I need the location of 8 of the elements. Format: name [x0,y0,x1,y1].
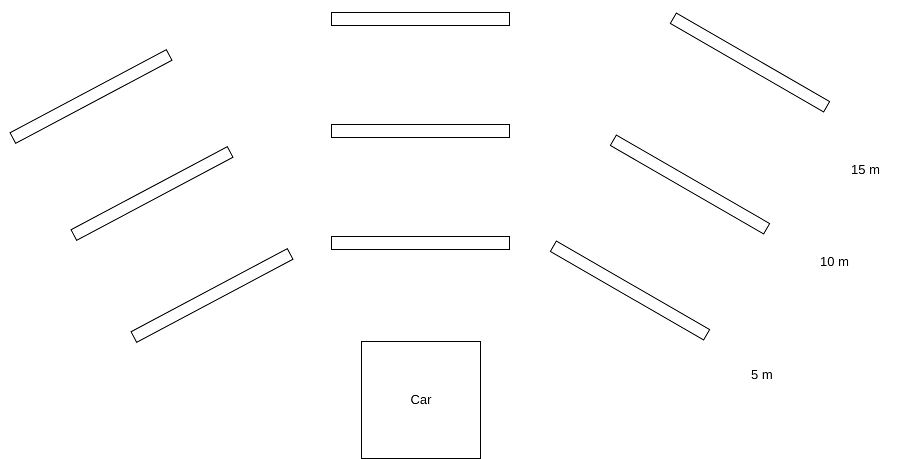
distance-label: 5 m [751,366,773,384]
node-text: Car [410,391,432,410]
bar-shape [330,12,510,26]
distance-label: 15 m [851,161,880,179]
bar-shape [330,124,510,138]
distance-label: 10 m [820,253,849,271]
car-box [361,341,481,459]
bar-shape [330,236,510,250]
